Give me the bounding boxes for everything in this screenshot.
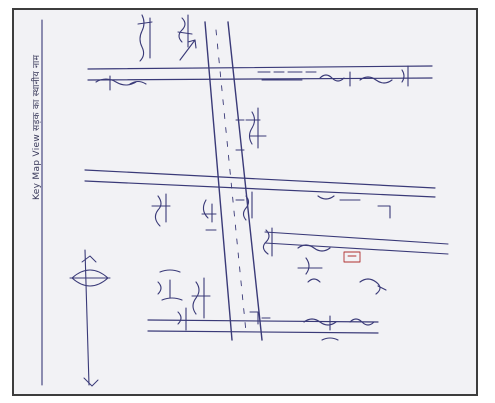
cross-road-2-edge-b: [84, 180, 436, 198]
cross-road-3-edge-b: [264, 242, 449, 255]
north-arrow-head: [71, 269, 109, 287]
cross-road-2-edge-a: [84, 169, 436, 189]
direction-arrow: [179, 39, 197, 61]
main-road-edge-right: [227, 21, 263, 341]
cross-road-1-edge-b: [87, 77, 433, 81]
north-arrow-tip: [81, 255, 97, 263]
cross-road-1-edge-a: [87, 65, 433, 70]
cross-road-4-edge-b: [147, 330, 379, 334]
cross-road-3-edge-a: [264, 231, 449, 245]
handwritten-annotations: [95, 14, 409, 341]
north-arrow-shaft: [84, 249, 90, 386]
main-road-edge-left: [204, 21, 233, 341]
cross-road-4-edge-a: [147, 319, 379, 323]
main-road-centerline: [215, 29, 247, 333]
north-arrow-tail: [83, 377, 99, 387]
